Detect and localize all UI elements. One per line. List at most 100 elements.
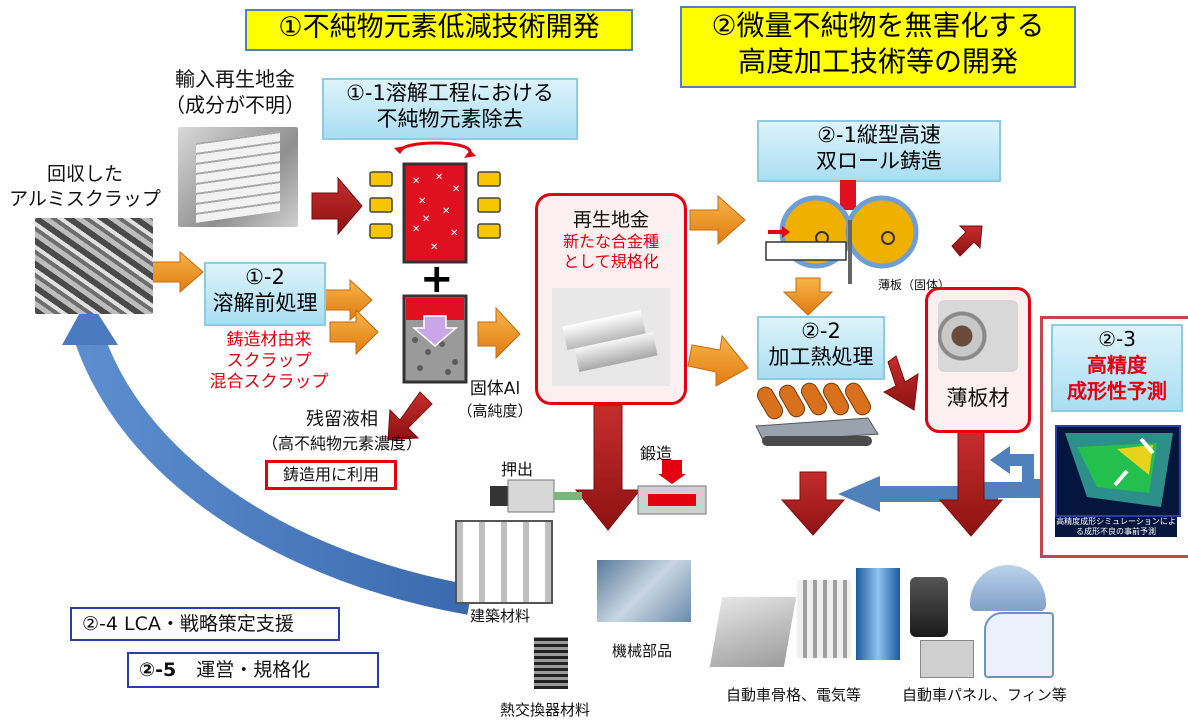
phone-image [910, 577, 948, 637]
casting-use-text: 鋳造用に利用 [282, 465, 379, 484]
window-frames-image [455, 520, 553, 604]
heat-exchanger-image [534, 637, 568, 689]
step2-1-line2: 双ロール鋳造 [816, 149, 942, 173]
step2-2-box: ②-2 加工熱処理 [757, 316, 885, 380]
solid-al-line2: （高純度） [457, 402, 533, 420]
pretreat-note: 混合スクラップ [209, 372, 329, 392]
step2-3-line1: ②-3 [1098, 327, 1136, 351]
furnace-illustration: ✕✕✕✕✕✕✕✕✕ + [369, 141, 501, 384]
theme1-title-text: ①不純物元素低減技術開発 [278, 12, 600, 43]
sim-to-products-arrow [838, 446, 1045, 512]
casting-use-badge: 鋳造用に利用 [265, 460, 397, 490]
sheet-part-image [920, 640, 974, 678]
step1-1-line2: 不純物元素除去 [376, 107, 524, 131]
step2-5-text: 運営・規格化 [196, 659, 311, 681]
step1-1-box: ①-1溶解工程における 不純物元素除去 [322, 78, 578, 140]
building-label: 建築材料 [470, 605, 530, 626]
step2-1-box: ②-1縦型高速 双ロール鋳造 [757, 120, 1001, 182]
theme2-title-line1: ②微量不純物を無害化する [711, 9, 1045, 42]
ingot-import-line1: 輸入再生地金 [175, 67, 295, 91]
theme1-title: ①不純物元素低減技術開発 [245, 9, 633, 51]
auto-frame-text: 自動車骨格、電気等 [726, 686, 862, 704]
recycled-ingot-panel: 再生地金 新たな合金種 として規格化 [535, 193, 687, 405]
recycled-title: 再生地金 [572, 209, 649, 231]
theme2-title-line2: 高度加工技術等の開発 [737, 45, 1018, 78]
ingot-import-label: 輸入再生地金 （成分が不明） [160, 66, 310, 118]
residual-line2: （高不純物元素濃度） [262, 434, 423, 453]
step2-3-line3: 成形性予測 [1067, 379, 1167, 403]
car-door-image [984, 612, 1054, 678]
building-text: 建築材料 [470, 607, 531, 625]
pretreat-note: 鋳造材由来 [226, 330, 312, 350]
step1-2-line2: 溶解前処理 [212, 291, 318, 315]
solid-al-line1: 固体Al [469, 379, 521, 399]
svg-text:✕: ✕ [430, 242, 438, 253]
heat-exchanger-label: 熱交換器材料 [500, 699, 590, 720]
auto-frame-label: 自動車骨格、電気等 [726, 684, 861, 705]
step1-2-box: ①-2 溶解前処理 [204, 262, 326, 326]
step2-5-number: ②-5 [139, 659, 177, 681]
svg-text:+: + [420, 256, 454, 302]
twin-roll-illustration [765, 180, 919, 284]
svg-text:✕: ✕ [412, 224, 420, 235]
residual-line1: 残留液相 [306, 409, 378, 430]
svg-text:✕: ✕ [412, 176, 420, 187]
step2-4-box: ②-4 LCA・戦略策定支援 [70, 607, 340, 641]
step2-4-text: ②-4 LCA・戦略策定支援 [82, 613, 294, 635]
heat-exchanger-text: 熱交換器材料 [500, 701, 591, 719]
theme2-title: ②微量不純物を無害化する 高度加工技術等の開発 [680, 6, 1076, 88]
residual-label: 残留液相 （高不純物元素濃度） [262, 408, 422, 456]
recycled-sub1: 新たな合金種 [562, 232, 659, 251]
step2-3-box: ②-3 高精度 成形性予測 [1051, 324, 1183, 412]
step2-2-line1: ②-2 [801, 319, 841, 343]
rolling-mill-illustration [755, 382, 879, 446]
thin-sheet-label: 薄板材 [946, 386, 1010, 410]
forging-label: 鍛造 [640, 440, 672, 464]
car-frame-image [709, 597, 797, 667]
forging-illustration [637, 460, 707, 515]
scrap-image [35, 218, 153, 314]
ingot-stack-image [178, 127, 298, 227]
extrusion-label: 押出 [501, 456, 533, 480]
svg-text:✕: ✕ [442, 206, 450, 217]
scrap-line2: アルミスクラップ [9, 188, 161, 210]
auto-parts-image [797, 580, 851, 658]
red-arrows [311, 176, 1004, 537]
machine-label: 機械部品 [612, 640, 672, 661]
simulation-caption: 高精度成形シミュレーションによる成形不良の事前予測 [1055, 517, 1177, 537]
feedback-arrow [62, 298, 473, 615]
orange-arrows [149, 194, 834, 387]
step2-5-box: ②-5 運営・規格化 [127, 652, 379, 688]
svg-text:✕: ✕ [435, 172, 443, 183]
solid-al-label: 固体Al （高純度） [455, 378, 535, 422]
step2-3-line2: 高精度 [1087, 353, 1147, 377]
auto-panel-label: 自動車パネル、フィン等 [902, 684, 1067, 705]
ingot-import-line2: （成分が不明） [165, 93, 305, 117]
auto-panel-text: 自動車パネル、フィン等 [902, 686, 1067, 704]
forging-text: 鍛造 [640, 444, 673, 463]
extrusion-illustration [490, 479, 582, 513]
coil-image [938, 300, 1018, 372]
pretreat-notes: 鋳造材由来 スクラップ 混合スクラップ [204, 330, 334, 393]
machine-parts-image [597, 560, 691, 622]
svg-text:✕: ✕ [418, 196, 426, 207]
step1-2-line1: ①-2 [245, 265, 285, 289]
step2-2-line2: 加工熱処理 [768, 345, 874, 369]
pillar-image [856, 568, 900, 660]
svg-text:✕: ✕ [450, 228, 458, 239]
scrap-label: 回収した アルミスクラップ [0, 162, 170, 212]
machine-text: 機械部品 [612, 642, 673, 660]
pretreat-note: スクラップ [226, 351, 312, 371]
extrusion-text: 押出 [501, 460, 534, 479]
recycled-sub2: として規格化 [563, 252, 659, 271]
svg-text:✕: ✕ [422, 214, 430, 225]
scrap-line1: 回収した [46, 163, 123, 185]
step2-3-panel: ②-3 高精度 成形性予測 高精度成形シミュレーションによる成形不良の事前予測 [1040, 316, 1188, 558]
step1-1-line1: ①-1溶解工程における [346, 81, 554, 105]
thin-sheet-panel: 薄板材 [925, 287, 1031, 433]
svg-text:✕: ✕ [452, 184, 460, 195]
simulation-image [1055, 425, 1181, 517]
step2-1-line1: ②-1縦型高速 [817, 123, 941, 147]
ingot-image [552, 288, 670, 386]
